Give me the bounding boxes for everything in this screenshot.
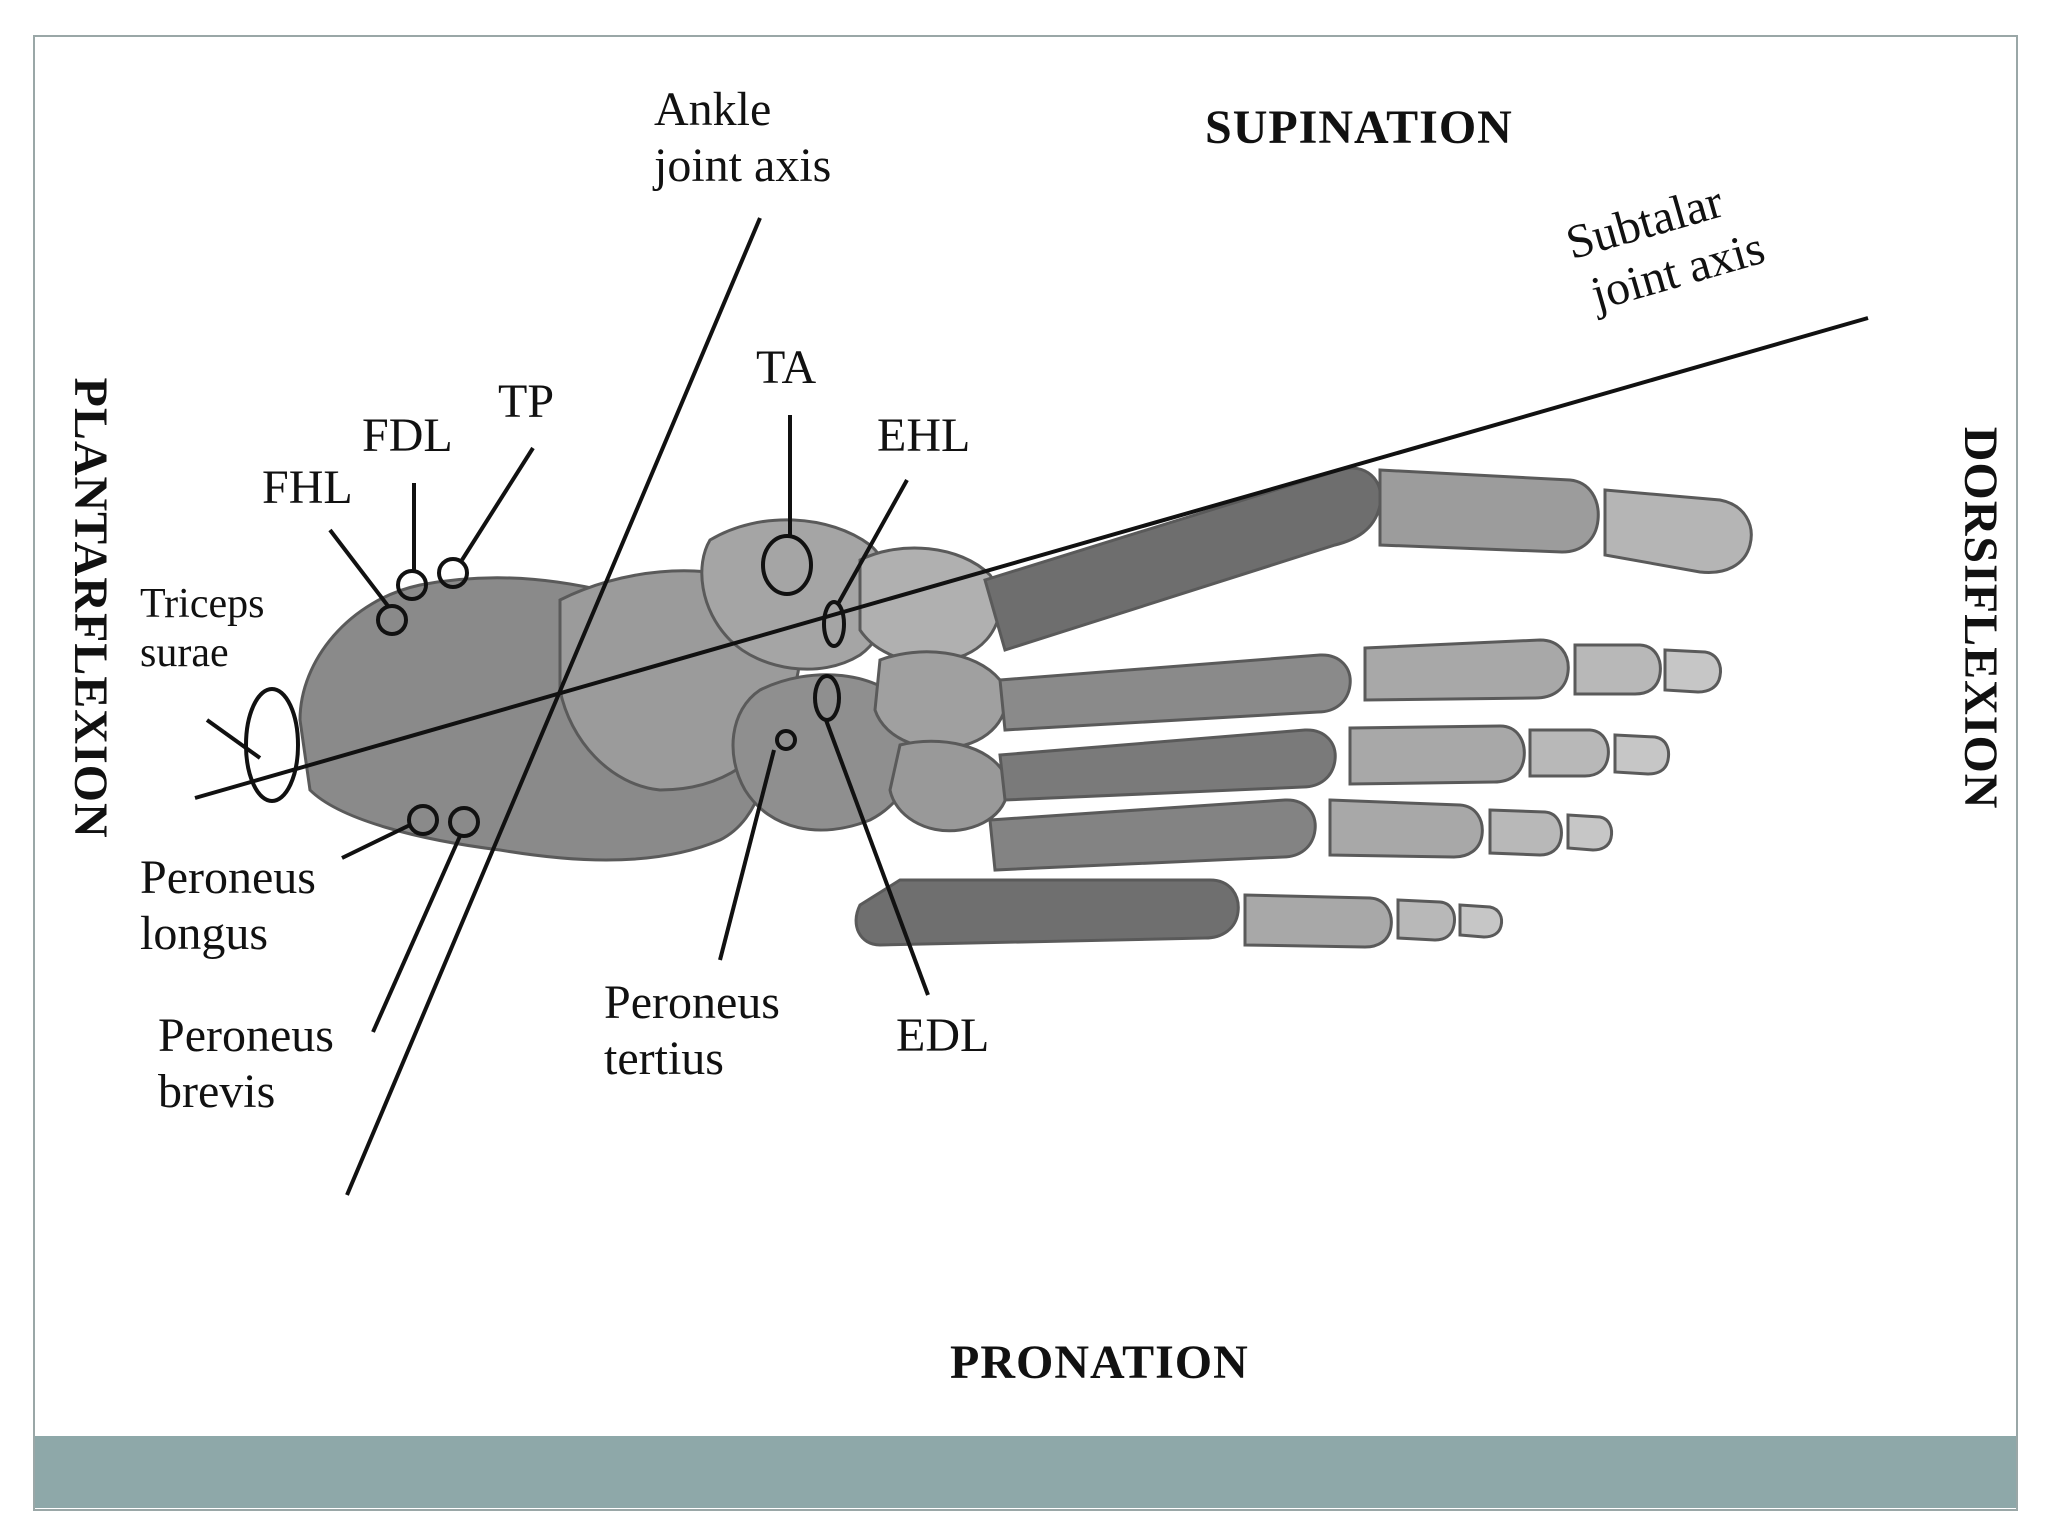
foot-skeleton	[298, 466, 1753, 949]
toe-2-middle-phalanx	[1573, 643, 1662, 696]
cuneiform-middle-bone	[873, 650, 1008, 750]
peroneus-longus-marker	[407, 804, 439, 836]
fdl-label: FDL	[362, 409, 453, 462]
peroneus-longus-label: Peroneus longus	[140, 850, 316, 962]
edl-leader	[824, 719, 930, 996]
tendon-markers	[205, 415, 930, 1033]
ankle-axis-label: Ankle joint axis	[654, 82, 831, 194]
ehl-marker	[822, 600, 846, 648]
peroneus-longus-label-line-1: Peroneus	[140, 851, 316, 904]
triceps-surae-label-line-1: Triceps	[140, 581, 265, 627]
edl-label: EDL	[896, 1009, 990, 1062]
toe-1-proximal-phalanx	[1378, 468, 1600, 554]
toe-3-middle-phalanx	[1528, 728, 1610, 778]
toe-5-proximal-phalanx	[1243, 893, 1393, 949]
ankle-axis-label-line-1: Ankle	[654, 83, 772, 136]
ehl-leader	[836, 479, 909, 605]
tp-marker	[437, 557, 469, 589]
ankle-joint-axis-line	[345, 217, 762, 1196]
toe-4-middle-phalanx	[1488, 808, 1563, 857]
peroneus-tertius-label-line-2: tertius	[604, 1032, 724, 1086]
toe-5-middle-phalanx	[1396, 898, 1456, 942]
peroneus-brevis-label-line-2: brevis	[158, 1065, 276, 1119]
cuneiform-medial-bone	[858, 546, 1002, 664]
metatarsal-4-bone	[988, 798, 1317, 872]
tp-label: TP	[498, 375, 555, 428]
ehl-label: EHL	[877, 409, 971, 462]
peroneus-brevis-label: Peroneus brevis	[158, 1008, 334, 1120]
peroneus-brevis-leader	[371, 835, 462, 1033]
toe-3-proximal-phalanx	[1348, 724, 1526, 786]
ta-label: TA	[756, 341, 817, 394]
toe-1-distal-phalanx	[1603, 488, 1753, 575]
subtalar-joint-axis-line	[194, 316, 1869, 800]
peroneus-tertius-label-line-1: Peroneus	[604, 976, 780, 1029]
cuboid-bone	[731, 673, 920, 832]
peroneus-tertius-marker	[775, 729, 797, 751]
toe-3-distal-phalanx	[1613, 733, 1671, 776]
peroneus-longus-leader	[341, 823, 411, 860]
toe-2-proximal-phalanx	[1363, 638, 1570, 702]
peroneus-brevis-label-line-1: Peroneus	[158, 1009, 334, 1062]
peroneus-longus-label-line-2: longus	[140, 907, 269, 961]
metatarsal-3-bone	[998, 728, 1337, 802]
supination-label: SUPINATION	[1205, 101, 1513, 154]
tp-leader	[460, 446, 535, 562]
triceps-surae-label-line-2: surae	[140, 630, 229, 677]
toe-5-distal-phalanx	[1458, 903, 1504, 939]
triceps-surae-marker	[244, 687, 300, 803]
ankle-axis-label-line-2: joint axis	[654, 139, 832, 193]
metatarsal-5-bone	[854, 878, 1240, 947]
triceps-surae-label: Triceps surae	[140, 580, 264, 678]
metatarsal-1-bone	[983, 466, 1383, 652]
triceps-surae-leader	[205, 718, 262, 760]
ta-marker	[761, 534, 813, 596]
metatarsal-2-bone	[998, 653, 1352, 732]
pronation-label: PRONATION	[950, 1336, 1249, 1389]
peroneus-tertius-leader	[718, 749, 776, 961]
peroneus-brevis-marker	[448, 806, 480, 838]
fhl-marker	[376, 604, 408, 636]
dorsiflexion-label: DORSIFLEXION	[1954, 426, 2008, 810]
plantarflexion-label: PLANTARFLEXION	[64, 377, 118, 839]
footer-bar	[35, 1436, 2016, 1508]
fhl-label: FHL	[262, 461, 353, 514]
toe-2-distal-phalanx	[1663, 648, 1722, 694]
toe-4-distal-phalanx	[1566, 813, 1614, 852]
toe-4-proximal-phalanx	[1328, 798, 1484, 859]
peroneus-tertius-label: Peroneus tertius	[604, 975, 780, 1087]
fhl-leader	[328, 528, 390, 608]
cuneiform-lateral-bone	[888, 739, 1010, 833]
